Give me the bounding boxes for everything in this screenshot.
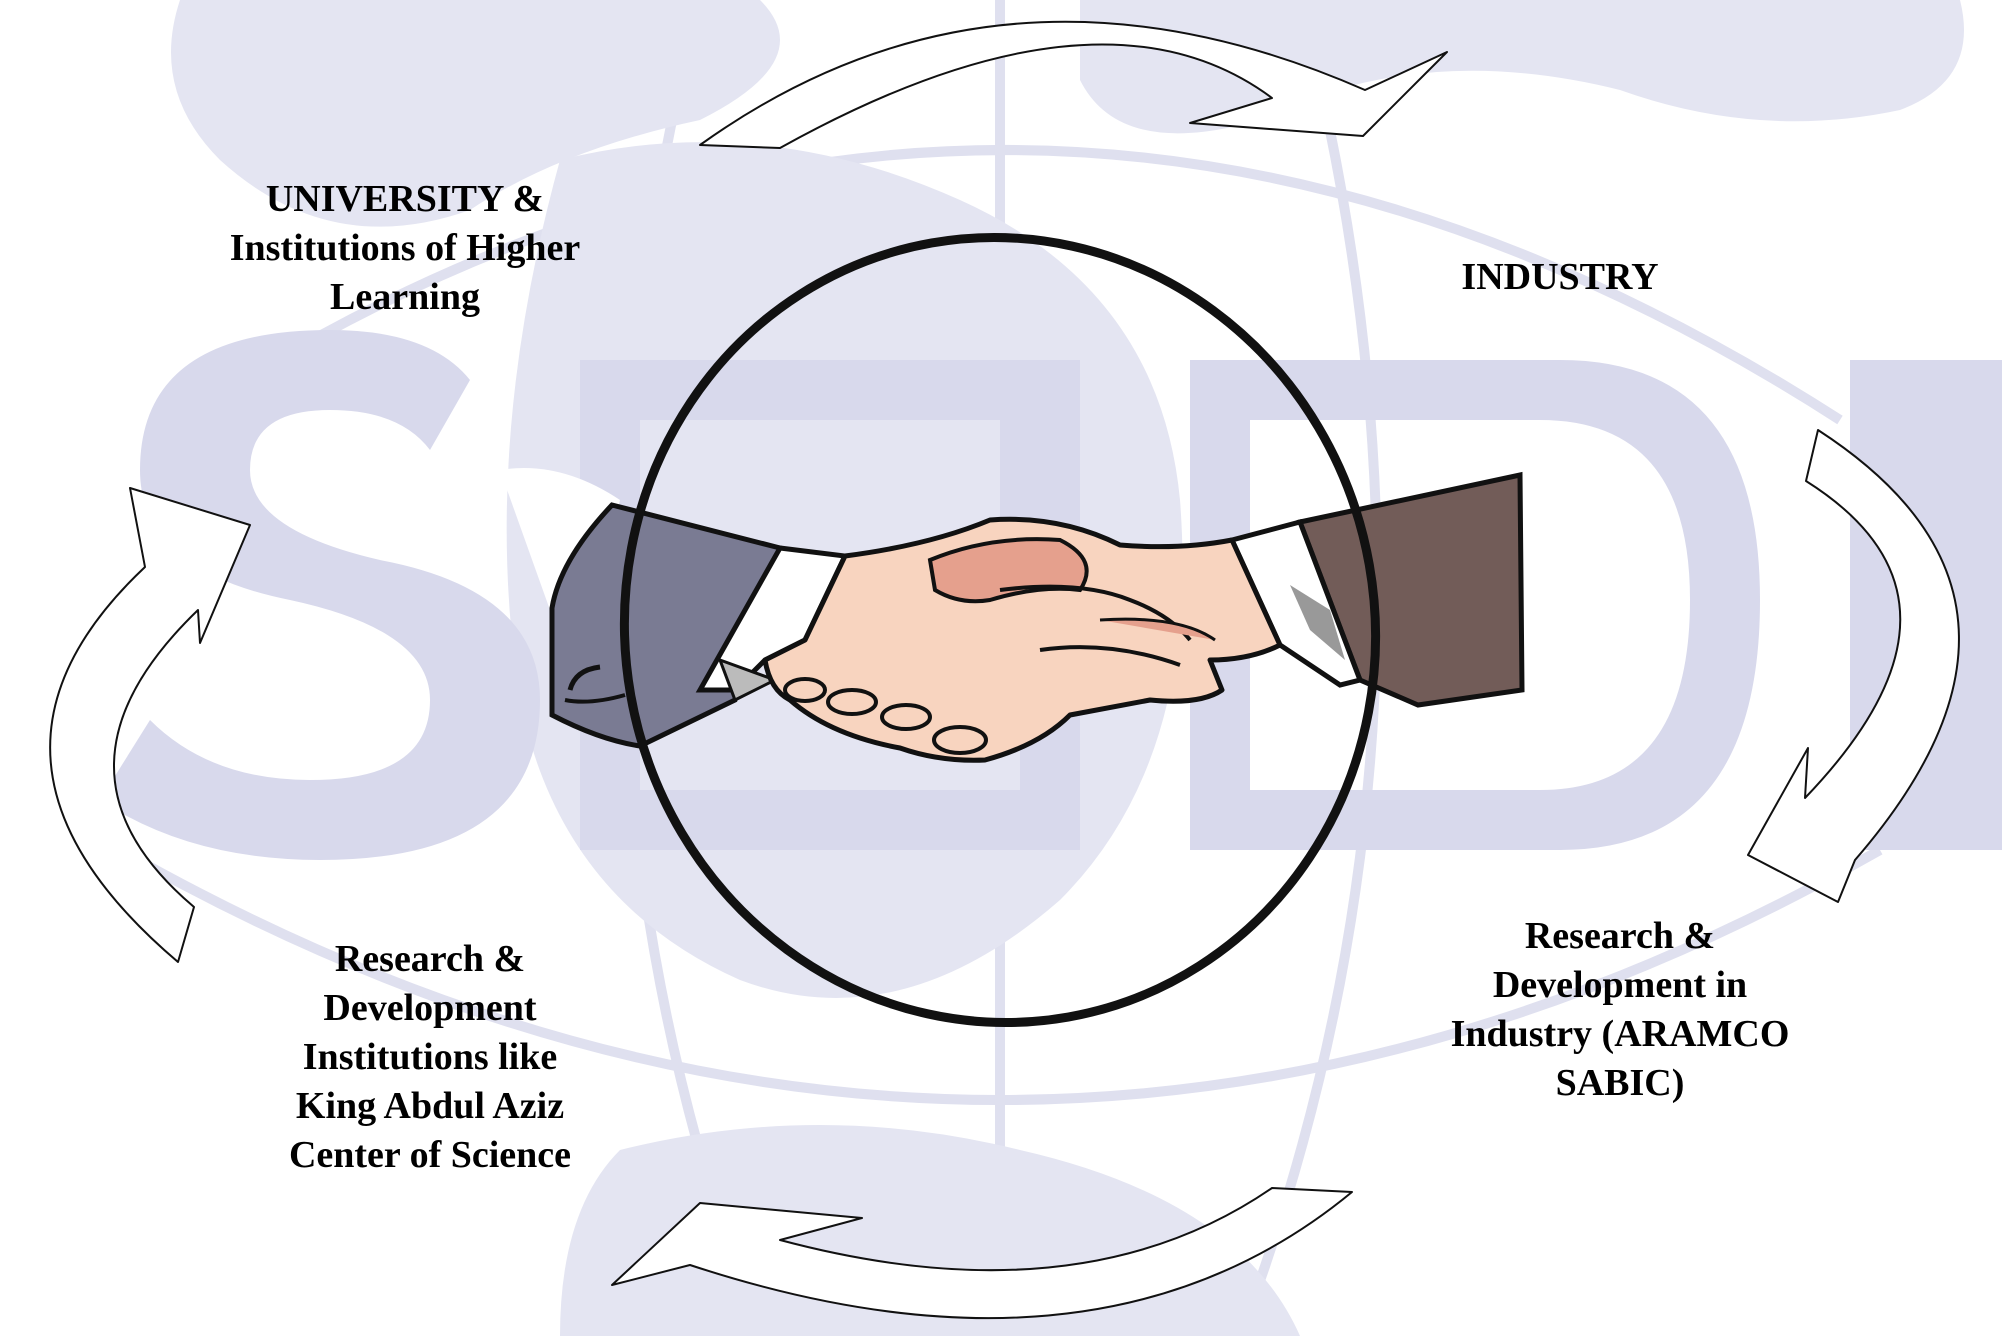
node-rd-industry-line-4: SABIC) [1555, 1062, 1685, 1104]
background-watermark [100, 0, 2002, 1338]
arrow-university-to-industry [699, 20, 1448, 149]
handshake-icon [500, 460, 1549, 763]
node-university: UNIVERSITY & Institutions of Higher Lear… [160, 175, 650, 322]
node-university-line-1: UNIVERSITY & [265, 178, 545, 220]
node-rd-institutions: Research & Development Institutions like… [200, 935, 660, 1180]
node-university-line-3: Learning [330, 276, 480, 318]
node-university-line-2: Institutions of Higher [229, 227, 581, 269]
node-rd-industry-line-1: Research & [1524, 915, 1716, 957]
arrow-rd-industry-to-rd-institutions [611, 1187, 1353, 1320]
arrow-industry-to-rd-industry [1747, 429, 1960, 903]
node-rd-industry-line-2: Development in [1492, 964, 1748, 1006]
node-industry: INDUSTRY [1400, 253, 1720, 302]
clasped-hands [762, 516, 1283, 763]
node-rd-industry: Research & Development in Industry (ARAM… [1380, 912, 1860, 1108]
cycle-arrows [49, 20, 1960, 1320]
node-rd-institutions-line-4: King Abdul Aziz [295, 1085, 565, 1127]
arrow-rd-institutions-to-university [49, 487, 251, 963]
node-industry-line-1: INDUSTRY [1461, 256, 1659, 298]
node-rd-institutions-line-1: Research & [334, 938, 526, 980]
partnership-ring [619, 233, 1381, 1027]
node-rd-institutions-line-5: Center of Science [288, 1134, 572, 1176]
node-rd-industry-line-3: Industry (ARAMCO [1450, 1013, 1790, 1055]
node-rd-institutions-line-2: Development [323, 987, 537, 1029]
node-rd-institutions-line-3: Institutions like [302, 1036, 558, 1078]
